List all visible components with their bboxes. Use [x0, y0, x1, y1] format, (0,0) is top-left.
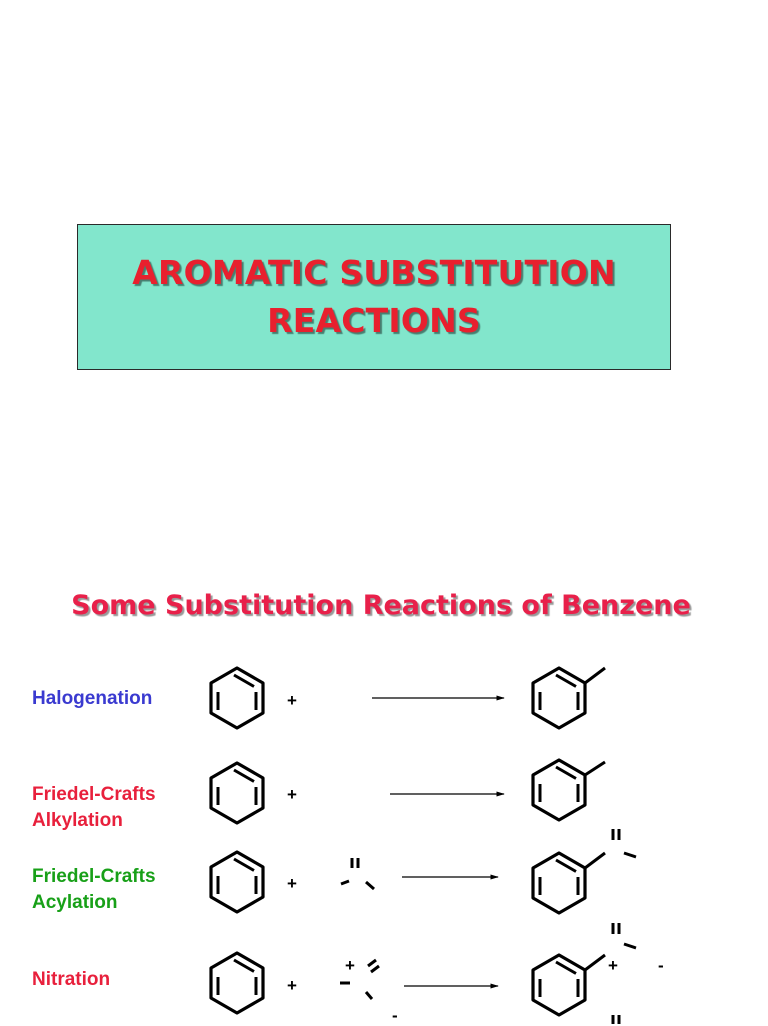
- reaction-name: Friedel-Crafts: [32, 784, 156, 805]
- benzene-ring-product: [531, 953, 587, 1017]
- charge-minus: -: [658, 956, 664, 975]
- charge-plus: +: [345, 956, 355, 975]
- reaction-name-line2: Alkylation: [32, 810, 123, 831]
- reaction-label-alkylation: Friedel-Crafts Alkylation: [32, 782, 156, 834]
- reaction-name: Halogenation: [32, 688, 153, 709]
- benzene-ring-product: [531, 851, 587, 915]
- nitro-product-fragments: [584, 923, 637, 1024]
- benzene-ring-reactant: [209, 761, 265, 825]
- plus-sign: +: [287, 874, 297, 893]
- benzene-ring-reactant: [209, 951, 265, 1015]
- reaction-name: Friedel-Crafts: [32, 866, 156, 887]
- acyl-product-fragments: [584, 829, 637, 870]
- charge-plus: +: [608, 956, 618, 975]
- benzene-ring-reactant: [209, 850, 265, 914]
- benzene-ring-product: [531, 758, 587, 822]
- reaction-name: Nitration: [32, 969, 111, 990]
- plus-sign: +: [287, 691, 297, 710]
- plus-sign: +: [287, 976, 297, 995]
- charge-minus: -: [392, 1006, 398, 1025]
- plus-sign: +: [287, 785, 297, 804]
- title-line-2: REACTIONS: [267, 301, 481, 340]
- acyl-reagent-fragments: [340, 858, 375, 891]
- substituent-bond: [584, 760, 606, 777]
- reaction-name-line2: Acylation: [32, 892, 118, 913]
- substituent-bond: [584, 666, 606, 685]
- reaction-label-acylation: Friedel-Crafts Acylation: [32, 864, 156, 916]
- reaction-label-nitration: Nitration: [32, 967, 110, 993]
- reaction-label-halogenation: Halogenation: [32, 686, 152, 712]
- benzene-ring-product: [531, 666, 587, 730]
- title-line-1: AROMATIC SUBSTITUTION: [132, 253, 616, 292]
- nitronium-fragments: [340, 958, 380, 1000]
- title-box: AROMATIC SUBSTITUTION REACTIONS: [77, 224, 671, 370]
- benzene-ring-reactant: [209, 666, 265, 730]
- section-subtitle: Some Substitution Reactions of Benzene: [71, 590, 691, 621]
